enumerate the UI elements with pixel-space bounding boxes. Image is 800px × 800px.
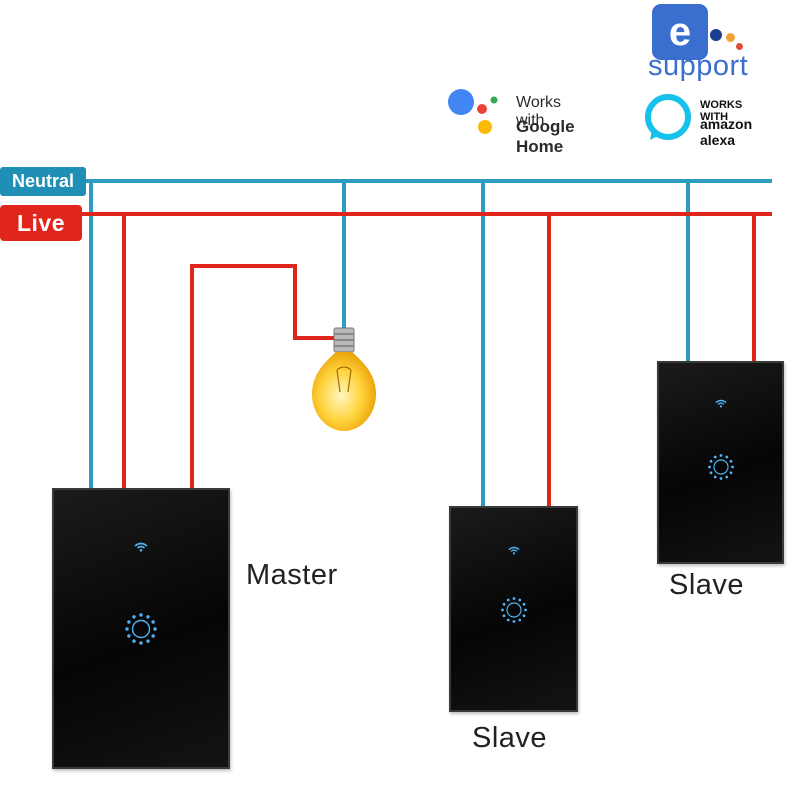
touch-ring-icon (500, 597, 527, 623)
esupport-logo-icon: e (652, 4, 708, 60)
load-wire-master-to-bulb (190, 264, 338, 492)
slave-switch-label-right: Slave (669, 569, 745, 601)
wifi-icon (714, 399, 727, 408)
google-home-line2: Google Home (516, 117, 575, 156)
touch-ring-icon (707, 454, 734, 480)
slave-switch-label-middle: Slave (472, 722, 548, 754)
master-switch-label: Master (246, 559, 338, 591)
wifi-icon (134, 542, 148, 552)
master-switch-panel (52, 488, 230, 769)
slave-switch-panel-right (657, 361, 784, 564)
slave-switch-panel-middle (449, 506, 578, 712)
esupport-dot (710, 29, 722, 41)
google-home-line1: Works with (516, 94, 562, 129)
google-assistant-icon (448, 89, 498, 134)
esupport-wordmark: support (648, 50, 749, 82)
neutral-label: Neutral (0, 167, 86, 196)
touch-ring-icon (125, 613, 157, 645)
alexa-line1: WORKS WITH (700, 99, 743, 123)
alexa-ring-icon (645, 94, 691, 140)
wifi-icon (507, 546, 520, 555)
light-bulb-icon (312, 327, 376, 431)
alexa-line2: amazon alexa (700, 116, 753, 148)
esupport-dot (736, 43, 743, 50)
esupport-dot (726, 33, 735, 42)
live-label: Live (0, 205, 82, 241)
